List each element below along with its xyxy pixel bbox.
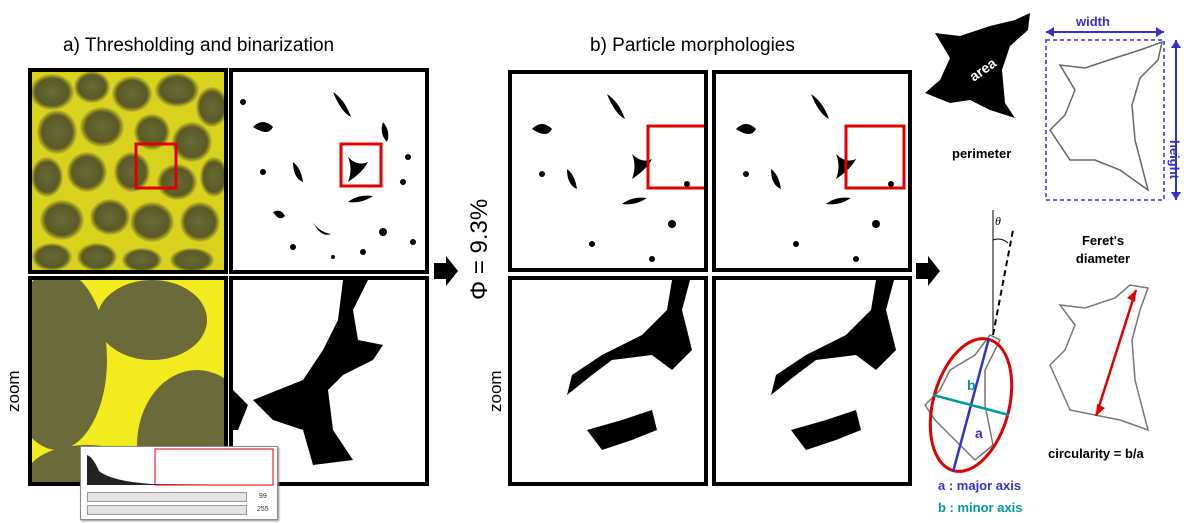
height-label: height: [1167, 140, 1182, 179]
threshold-slider-1[interactable]: [87, 492, 247, 502]
morph-zoom-image-1: [512, 280, 704, 482]
perimeter-label: perimeter: [952, 146, 1012, 161]
morph-image-2: [716, 74, 908, 268]
porosity-value: Φ = 9.3%: [466, 198, 493, 300]
major-axis-label: a : major axis: [938, 478, 1022, 493]
roi-box: [339, 142, 383, 188]
morph-zoom-image-2: [716, 280, 908, 482]
theta-label: θ: [995, 214, 1001, 228]
slider-2-value: 255: [257, 506, 269, 513]
roi-box: [844, 124, 906, 190]
slider-1-value: 99: [259, 493, 267, 500]
roi-box: [134, 142, 178, 190]
feret-label: Feret's diameter: [1075, 233, 1131, 266]
threshold-histogram: 99 255: [80, 446, 278, 520]
circularity-label: circularity = b/a: [1048, 446, 1144, 461]
right-arrow-icon: [916, 256, 940, 286]
zoom-label-b: zoom: [486, 370, 505, 412]
section-a-title: a) Thresholding and binarization: [63, 35, 335, 56]
morph-panel-2: [712, 70, 912, 272]
b-label: b: [967, 377, 976, 393]
right-arrow-icon: [434, 256, 458, 286]
feret-diagram: [1045, 27, 1181, 201]
width-label: width: [1076, 14, 1110, 29]
morph-image-1: [512, 74, 704, 268]
circularity-diagram: [1049, 284, 1150, 432]
roi-box: [646, 124, 704, 190]
section-b-title: b) Particle morphologies: [590, 35, 795, 56]
morph-zoom-panel-1: [508, 276, 708, 486]
ellipse-diagram: θ b a: [924, 210, 1014, 473]
micrograph-panel: [28, 68, 228, 274]
binarized-image: [233, 72, 425, 270]
area-shape: area: [925, 13, 1030, 118]
a-label: a: [975, 425, 983, 441]
morph-panel-1: [508, 70, 708, 272]
histogram-plot: [87, 448, 274, 486]
threshold-slider-2[interactable]: [87, 505, 247, 515]
micrograph-image: [32, 72, 224, 270]
binarized-panel: [229, 68, 429, 274]
morph-zoom-panel-2: [712, 276, 912, 486]
minor-axis-label: b : minor axis: [938, 500, 1023, 515]
zoom-label-a: zoom: [4, 370, 23, 412]
